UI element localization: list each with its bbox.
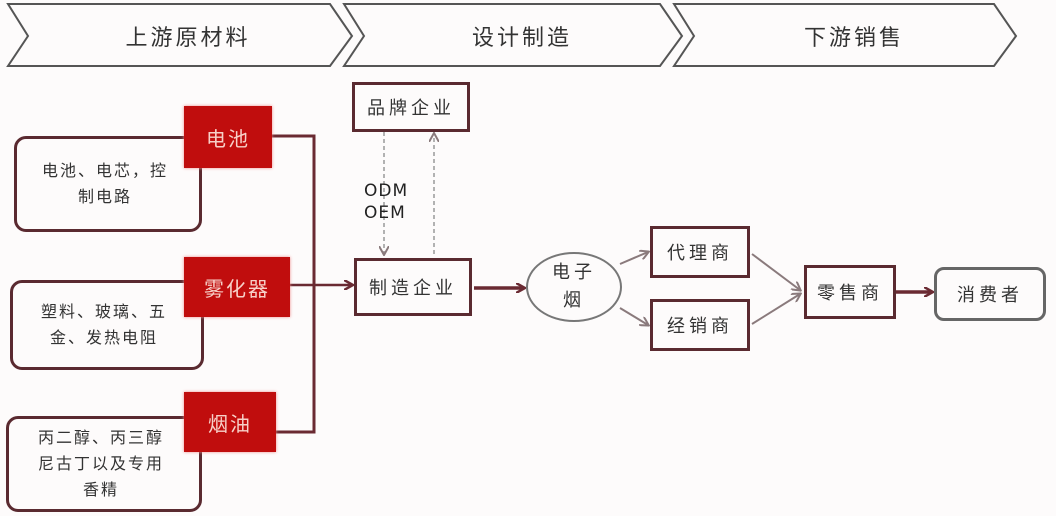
consumer-box: 消费者 — [934, 267, 1046, 321]
detail-line: 香精 — [82, 480, 119, 499]
material-detail-atomizer: 塑料、玻璃、五 金、发热电阻 — [10, 280, 204, 370]
stage-label-upstream: 上游原材料 — [125, 26, 251, 51]
product-line: 电子 — [552, 262, 596, 283]
arrow-product-to-distributor — [619, 307, 648, 325]
product-line: 烟 — [563, 290, 585, 311]
detail-line: 金、发热电阻 — [49, 328, 158, 347]
detail-line: 尼古丁以及专用 — [37, 454, 164, 473]
material-tag-eliquid: 烟油 — [184, 392, 276, 452]
ecig-product-oval: 电子 烟 — [526, 252, 622, 322]
oem-label: OEM — [364, 203, 406, 223]
arrow-distributor-to-retailer — [751, 294, 800, 325]
odm-label: ODM — [364, 181, 409, 201]
arrow-agent-to-retailer — [751, 253, 800, 290]
detail-line: 电池、电芯，控 — [41, 161, 168, 180]
agent-box: 代理商 — [650, 226, 750, 278]
brand-company-box: 品牌企业 — [352, 82, 470, 132]
stage-label-manufacture: 设计制造 — [471, 26, 572, 51]
stage-chevron-downstream — [672, 3, 1018, 67]
material-tag-battery: 电池 — [184, 106, 272, 168]
stage-label-downstream: 下游销售 — [803, 26, 904, 51]
manufacturer-box: 制造企业 — [354, 258, 472, 316]
stage-chevron-upstream — [6, 3, 354, 67]
material-detail-battery: 电池、电芯，控 制电路 — [14, 136, 202, 232]
material-tag-atomizer: 雾化器 — [184, 257, 290, 317]
material-detail-eliquid: 丙二醇、丙三醇 尼古丁以及专用 香精 — [6, 416, 202, 512]
detail-line: 塑料、玻璃、五 — [40, 302, 167, 321]
distributor-box: 经销商 — [650, 299, 750, 351]
relation-labels: ODM OEM — [364, 180, 408, 224]
arrow-product-to-agent — [619, 252, 648, 265]
stage-chevron-manufacture — [342, 3, 684, 67]
detail-line: 丙二醇、丙三醇 — [37, 428, 164, 447]
detail-line: 制电路 — [77, 187, 132, 206]
retailer-box: 零售商 — [804, 265, 896, 319]
